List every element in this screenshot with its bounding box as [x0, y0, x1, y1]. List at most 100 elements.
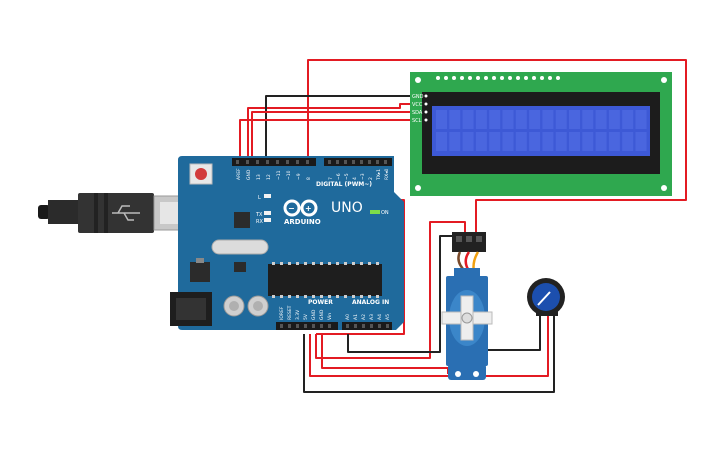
lcd-char-cell	[608, 132, 620, 151]
pin-label: ~5	[344, 173, 350, 180]
lcd-char-cell	[529, 132, 541, 151]
capacitor-1-top	[229, 301, 239, 311]
servo-mount-bottom	[448, 364, 486, 380]
lcd-char-cell	[475, 132, 487, 151]
pin-label: 2	[368, 177, 374, 180]
wire-lcd-gnd-loop[interactable]	[307, 59, 687, 236]
pin-label: 7	[328, 177, 334, 180]
lcd-pin-label: SCL	[412, 118, 422, 124]
lcd-char-cell	[502, 110, 514, 129]
small-chip-2	[234, 262, 246, 272]
atmega-chip[interactable]	[268, 264, 382, 296]
atmega-pins	[272, 262, 379, 298]
lcd-char-cell	[595, 132, 607, 151]
lcd-char-cell	[582, 110, 594, 129]
servo-mount-top	[454, 268, 480, 278]
wire-lcd-vcc[interactable]	[247, 103, 413, 162]
crystal	[211, 239, 269, 255]
lcd-char-cell	[582, 132, 594, 151]
servo-connector-pin-1	[456, 236, 462, 242]
lcd-char-cell	[515, 132, 527, 151]
lcd-char-cell	[569, 132, 580, 151]
servo-horn-center	[461, 312, 473, 324]
pin-label: 3.3V	[295, 309, 301, 320]
capacitor-2-top	[253, 301, 263, 311]
lcd-character-grid	[436, 110, 647, 151]
lcd-char-cell	[542, 110, 554, 129]
wire-pot-wiper[interactable]	[486, 316, 541, 351]
lcd-pin-label: GND	[412, 94, 424, 100]
lcd-char-cell	[502, 132, 514, 151]
pin-label: A1	[353, 314, 359, 320]
l-led-label: L	[258, 195, 261, 201]
pin-label: 13	[256, 174, 262, 180]
regulator	[190, 262, 210, 282]
wire-lcd-sda[interactable]	[251, 111, 413, 162]
pin-label: RESET	[287, 305, 293, 320]
lcd-char-cell	[622, 110, 634, 129]
lcd-mount-hole-tr	[661, 77, 667, 83]
lcd-char-cell	[555, 132, 567, 151]
wire-servo-pot-red[interactable]	[309, 316, 549, 377]
brand-label: ARDUINO	[284, 218, 321, 226]
wire-lcd-gnd[interactable]	[265, 95, 413, 162]
lcd-pin-label: VCC	[412, 102, 423, 108]
pin-label: 8	[306, 177, 312, 180]
pin-label: 5V	[303, 313, 309, 320]
lcd-top-pins	[436, 76, 560, 80]
pot-indicator	[537, 291, 551, 306]
servo-motor[interactable]	[441, 232, 493, 380]
analog-header	[342, 322, 392, 330]
lcd-char-cell	[462, 132, 474, 151]
digital-header-2	[324, 158, 392, 166]
wire-servo-power[interactable]	[315, 221, 466, 359]
lcd-module[interactable]: GND VCC SDA SCL	[410, 72, 672, 196]
pin-label: Vin	[327, 313, 333, 320]
potentiometer[interactable]	[527, 278, 565, 316]
rx-led	[264, 218, 271, 222]
pin-label: ~6	[336, 173, 342, 180]
wire-servo-gnd[interactable]	[347, 235, 456, 353]
lcd-mount-hole-bl	[415, 185, 421, 191]
lcd-char-cell	[595, 110, 607, 129]
lcd-char-cell	[515, 110, 527, 129]
wire-pot-gnd[interactable]	[303, 316, 555, 393]
lcd-char-cell	[436, 132, 447, 151]
pin-label: 12	[266, 174, 272, 180]
small-chip	[234, 212, 250, 228]
power-label: POWER	[308, 299, 333, 306]
model-label: UNO	[331, 200, 363, 216]
pin-label: GND	[311, 309, 317, 320]
pin-label: GND	[246, 169, 252, 180]
reset-button[interactable]	[195, 168, 207, 180]
pin-label: 4	[352, 177, 358, 180]
pin-label: ~10	[286, 170, 292, 180]
usb-plug-ridge-2	[104, 193, 108, 233]
l-led	[264, 194, 271, 198]
on-led	[370, 210, 380, 214]
analog-label: ANALOG IN	[352, 299, 389, 306]
tx-led-label: TX	[255, 212, 263, 218]
logo-plus: +	[305, 204, 312, 213]
on-led-label: ON	[381, 210, 389, 216]
tx-led	[264, 211, 271, 215]
pin-label: AREF	[236, 168, 242, 180]
lcd-char-cell	[622, 132, 634, 151]
usb-cable[interactable]	[38, 193, 195, 233]
usb-cable-body	[48, 200, 78, 224]
lcd-char-cell	[475, 110, 487, 129]
lcd-pin-label: SDA	[412, 110, 423, 116]
wire-lcd-scl[interactable]	[239, 119, 413, 162]
pin-label: ~9	[296, 173, 302, 180]
lcd-char-cell	[555, 110, 567, 129]
pin-label: A4	[377, 314, 383, 320]
pin-label: A3	[369, 314, 375, 320]
lcd-char-cell	[436, 110, 447, 129]
lcd-char-cell	[489, 132, 501, 151]
pin-label: A5	[385, 314, 391, 320]
lcd-char-cell	[449, 110, 461, 129]
lcd-char-cell	[608, 110, 620, 129]
lcd-char-cell	[529, 110, 541, 129]
